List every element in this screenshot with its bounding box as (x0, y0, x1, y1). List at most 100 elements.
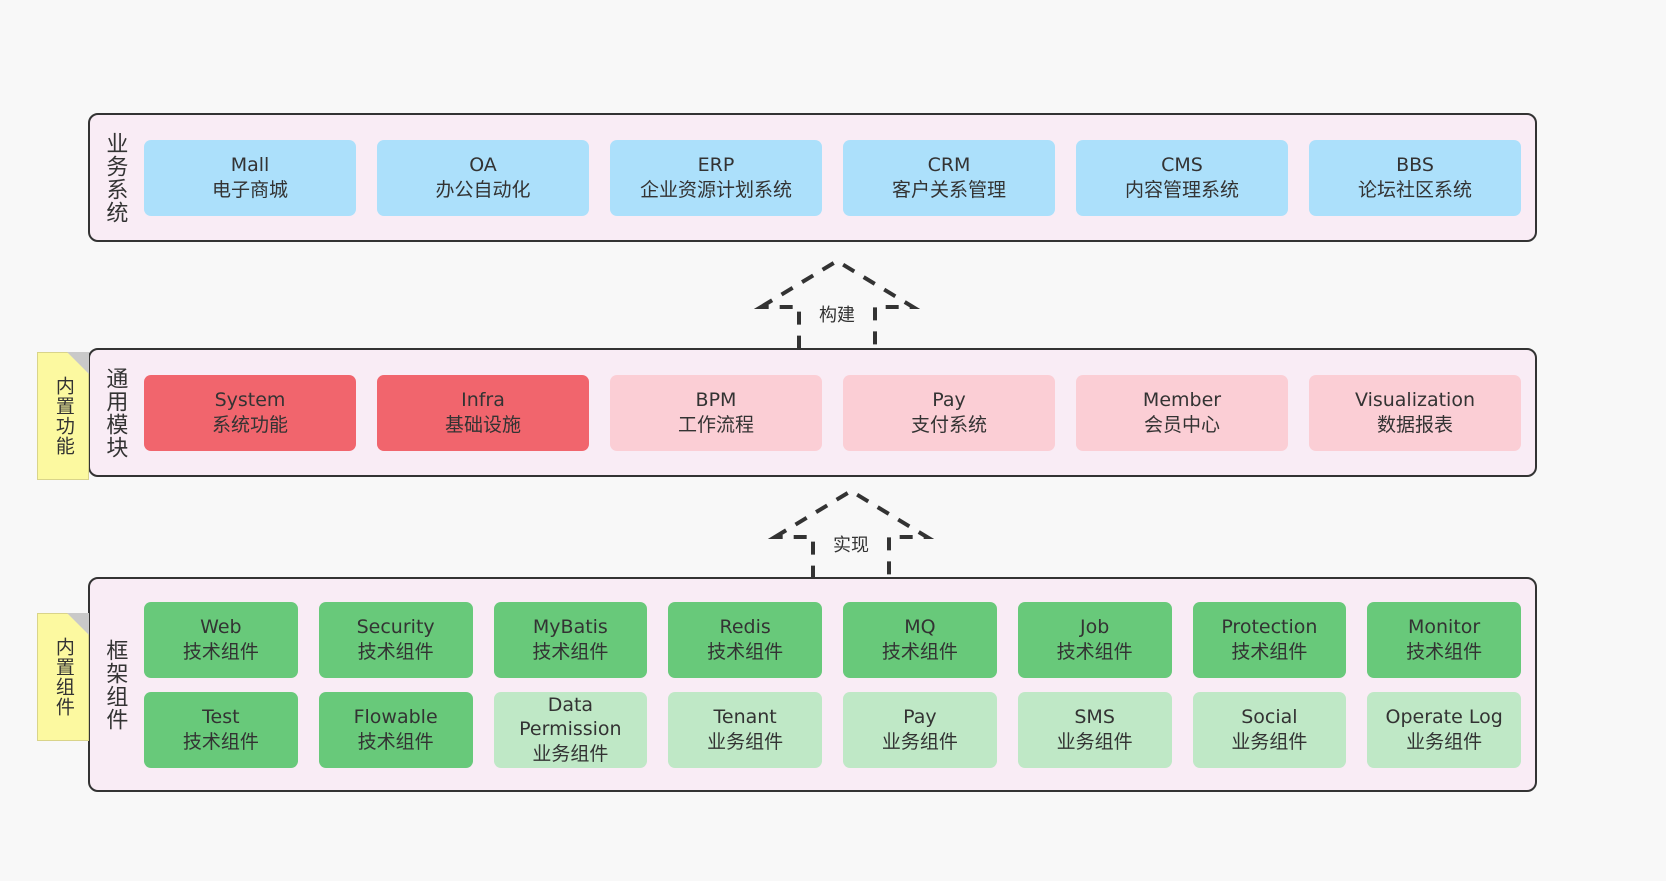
card-title: MQ (904, 616, 936, 639)
card-security[interactable]: Security 技术组件 (318, 601, 473, 678)
card-subtitle: 基础设施 (444, 413, 521, 436)
card-subtitle: 系统功能 (211, 413, 288, 436)
card-subtitle: 技术组件 (532, 640, 609, 663)
card-data-permission[interactable]: Data Permission 业务组件 (493, 691, 648, 768)
card-subtitle: 业务组件 (881, 730, 958, 753)
card-title: Pay (903, 706, 937, 729)
layer-business-systems: 业务系统 Mall 电子商城 OA 办公自动化 ERP 企业资源计划系统 CRM… (88, 113, 1537, 242)
card-mall[interactable]: Mall 电子商城 (144, 139, 356, 216)
card-mybatis[interactable]: MyBatis 技术组件 (493, 601, 648, 678)
connector-implement-arrow: 实现 (767, 487, 935, 582)
layer-body-business-systems: Mall 电子商城 OA 办公自动化 ERP 企业资源计划系统 CRM 客户关系… (138, 115, 1535, 240)
card-sms[interactable]: SMS 业务组件 (1017, 691, 1172, 768)
card-row: Test 技术组件 Flowable 技术组件 Data Permission … (144, 691, 1521, 768)
card-subtitle: 技术组件 (707, 640, 784, 663)
card-title: Monitor (1408, 616, 1481, 639)
card-subtitle: 论坛社区系统 (1357, 178, 1472, 201)
card-subtitle: 技术组件 (1056, 640, 1133, 663)
card-title: Pay (932, 389, 966, 412)
layer-title-framework-components: 框架组件 (102, 638, 128, 731)
card-title: ERP (697, 154, 735, 177)
note-builtin-functions: 内置功能 (37, 352, 89, 480)
card-row: Web 技术组件 Security 技术组件 MyBatis 技术组件 Redi… (144, 601, 1521, 678)
card-job[interactable]: Job 技术组件 (1017, 601, 1172, 678)
card-title: Redis (719, 616, 771, 639)
card-subtitle: 企业资源计划系统 (639, 178, 792, 201)
card-crm[interactable]: CRM 客户关系管理 (843, 139, 1055, 216)
card-protection[interactable]: Protection 技术组件 (1192, 601, 1347, 678)
card-test[interactable]: Test 技术组件 (144, 691, 298, 768)
card-subtitle: 数据报表 (1376, 413, 1453, 436)
card-title: Visualization (1354, 389, 1475, 412)
card-title: CMS (1161, 154, 1203, 177)
card-title: CRM (927, 154, 971, 177)
card-subtitle: 技术组件 (357, 640, 434, 663)
note-builtin-components: 内置组件 (37, 613, 89, 741)
card-erp[interactable]: ERP 企业资源计划系统 (610, 139, 822, 216)
card-subtitle: 业务组件 (1406, 730, 1483, 753)
card-title: Social (1241, 706, 1298, 729)
card-title: System (214, 389, 286, 412)
layer-body-common-modules: System 系统功能 Infra 基础设施 BPM 工作流程 Pay 支付系统… (138, 350, 1535, 475)
card-title: Flowable (353, 706, 438, 729)
card-title: MyBatis (532, 616, 608, 639)
card-subtitle: 支付系统 (910, 413, 987, 436)
card-title: SMS (1074, 706, 1115, 729)
card-social[interactable]: Social 业务组件 (1192, 691, 1347, 768)
card-row: System 系统功能 Infra 基础设施 BPM 工作流程 Pay 支付系统… (144, 374, 1521, 451)
card-web[interactable]: Web 技术组件 (144, 601, 298, 678)
layer-title-common-modules: 通用模块 (102, 366, 128, 459)
card-visualization[interactable]: Visualization 数据报表 (1309, 374, 1521, 451)
card-subtitle: 业务组件 (1231, 730, 1308, 753)
card-subtitle: 客户关系管理 (891, 178, 1006, 201)
card-title: Security (356, 616, 435, 639)
card-mq[interactable]: MQ 技术组件 (843, 601, 997, 678)
connector-build-arrow: 构建 (753, 257, 921, 352)
card-title: Job (1079, 616, 1110, 639)
card-pay-component[interactable]: Pay 业务组件 (843, 691, 997, 768)
card-subtitle: 电子商城 (211, 178, 288, 201)
card-title: BPM (695, 389, 737, 412)
card-subtitle: 工作流程 (677, 413, 754, 436)
card-cms[interactable]: CMS 内容管理系统 (1076, 139, 1288, 216)
card-bbs[interactable]: BBS 论坛社区系统 (1309, 139, 1521, 216)
card-system[interactable]: System 系统功能 (144, 374, 356, 451)
card-flowable[interactable]: Flowable 技术组件 (318, 691, 473, 768)
card-subtitle: 业务组件 (532, 742, 609, 765)
card-title: Mall (230, 154, 270, 177)
card-subtitle: 技术组件 (1406, 640, 1483, 663)
card-subtitle: 技术组件 (1231, 640, 1308, 663)
card-infra[interactable]: Infra 基础设施 (377, 374, 589, 451)
card-title: Data Permission (519, 694, 622, 741)
card-title: Operate Log (1385, 706, 1503, 729)
card-title: OA (469, 154, 497, 177)
card-redis[interactable]: Redis 技术组件 (668, 601, 822, 678)
card-subtitle: 业务组件 (1056, 730, 1133, 753)
card-subtitle: 业务组件 (707, 730, 784, 753)
card-title: Web (200, 616, 242, 639)
card-title: Protection (1221, 616, 1318, 639)
card-bpm[interactable]: BPM 工作流程 (610, 374, 822, 451)
layer-body-framework-components: Web 技术组件 Security 技术组件 MyBatis 技术组件 Redi… (138, 579, 1535, 790)
card-row: Mall 电子商城 OA 办公自动化 ERP 企业资源计划系统 CRM 客户关系… (144, 139, 1521, 216)
card-member[interactable]: Member 会员中心 (1076, 374, 1288, 451)
card-subtitle: 办公自动化 (435, 178, 531, 201)
card-oa[interactable]: OA 办公自动化 (377, 139, 589, 216)
card-subtitle: 技术组件 (881, 640, 958, 663)
card-pay[interactable]: Pay 支付系统 (843, 374, 1055, 451)
card-subtitle: 技术组件 (357, 730, 434, 753)
card-title: Infra (461, 389, 505, 412)
card-title: Test (202, 706, 240, 729)
layer-framework-components: 框架组件 Web 技术组件 Security 技术组件 MyBatis 技术组件… (88, 577, 1537, 792)
card-subtitle: 技术组件 (182, 730, 259, 753)
card-monitor[interactable]: Monitor 技术组件 (1367, 601, 1521, 678)
layer-common-modules: 通用模块 System 系统功能 Infra 基础设施 BPM 工作流程 Pay… (88, 348, 1537, 477)
card-title: Member (1142, 389, 1222, 412)
card-operate-log[interactable]: Operate Log 业务组件 (1367, 691, 1521, 768)
card-subtitle: 会员中心 (1143, 413, 1220, 436)
card-tenant[interactable]: Tenant 业务组件 (668, 691, 822, 768)
card-title: BBS (1396, 154, 1434, 177)
card-subtitle: 内容管理系统 (1124, 178, 1239, 201)
layer-title-business-systems: 业务系统 (102, 131, 128, 224)
